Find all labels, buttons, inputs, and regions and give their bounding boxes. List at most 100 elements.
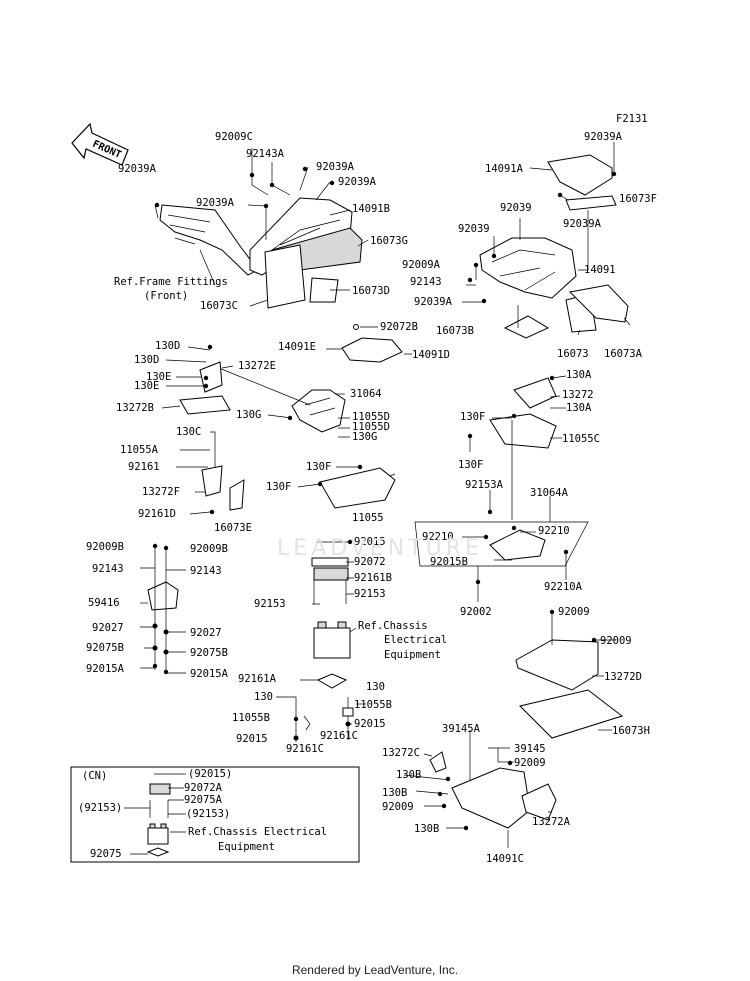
label-92153-1: 92153 [354, 588, 386, 600]
label-39145: 39145 [514, 743, 546, 755]
mat-16073h-shape [519, 689, 624, 739]
label-16073e: 16073E [214, 522, 252, 534]
label-11055: 11055 [352, 512, 384, 524]
cn-label-92015: (92015) [188, 768, 232, 780]
label-92161c-1: 92161C [286, 743, 324, 755]
label-130a-2: 130A [566, 402, 592, 414]
label-130a-1: 130A [566, 369, 592, 381]
cn-label-92075a: 92075A [184, 794, 223, 806]
label-130d-1: 130D [155, 340, 180, 352]
label-11055a: 11055A [120, 444, 159, 456]
label-14091a: 14091A [485, 163, 524, 175]
bracket-13272e-shape [199, 361, 223, 393]
label-130g-1: 130G [236, 409, 261, 421]
label-130-2: 130 [366, 681, 385, 693]
label-16073a: 16073A [604, 348, 643, 360]
plate-13272b-shape [179, 395, 231, 415]
label-92009-2: 92009 [600, 635, 632, 647]
label-13272f: 13272F [142, 486, 180, 498]
label-92210-1: 92210 [422, 531, 454, 543]
label-130c: 130C [176, 426, 201, 438]
label-11055b-2: 11055B [354, 699, 392, 711]
cn-label-92072a: 92072A [184, 782, 223, 794]
label-130b-3: 130B [414, 823, 439, 835]
mat-16073a-shape [568, 284, 629, 323]
label-13272b: 13272B [116, 402, 154, 414]
cn-label-92075: 92075 [90, 848, 122, 860]
bottom-right-bolts [437, 760, 513, 831]
mat-16073f-shape [565, 195, 617, 211]
label-16073g: 16073G [370, 235, 408, 247]
label-92072: 92072 [354, 556, 386, 568]
footer-credit: Rendered by LeadVenture, Inc. [291, 963, 459, 977]
label-92015a-2: 92015A [190, 668, 229, 680]
label-14091e: 14091E [278, 341, 316, 353]
label-92015-2: 92015 [236, 733, 268, 745]
label-13272a: 13272A [532, 816, 571, 828]
label-92027-2: 92027 [190, 627, 222, 639]
label-92015-3: 92015 [354, 718, 386, 730]
bracket-31064-shape [291, 389, 346, 433]
label-92161a: 92161A [238, 673, 277, 685]
label-130b-2: 130B [382, 787, 407, 799]
label-14091b: 14091B [352, 203, 390, 215]
cn-ref-chassis-2: Equipment [218, 841, 275, 853]
label-92161: 92161 [128, 461, 160, 473]
mat-16073c-shape [264, 244, 306, 309]
bracket-11055c-shape [489, 413, 557, 449]
label-92075b-2: 92075B [190, 647, 228, 659]
top-right-bolts [467, 171, 617, 304]
label-59416: 59416 [88, 597, 120, 609]
label-92039-2: 92039 [458, 223, 490, 235]
top-left-bolts [154, 166, 335, 209]
label-92075b-1: 92075B [86, 642, 124, 654]
bolt-92015 [347, 539, 353, 545]
grommet-92072b-icon [353, 324, 359, 330]
label-92009b-1: 92009B [86, 541, 124, 553]
label-16073f: 16073F [619, 193, 657, 205]
label-92039a-3: 92039A [196, 197, 235, 209]
label-11055b-1: 11055B [232, 712, 270, 724]
label-92161b: 92161B [354, 572, 392, 584]
label-13272: 13272 [562, 389, 594, 401]
bracket-31064a-shape [489, 529, 546, 561]
label-92009a: 92009A [402, 259, 441, 271]
cn-ref-chassis-1: Ref.Chassis Electrical [188, 826, 327, 838]
label-16073: 16073 [557, 348, 589, 360]
label-92002: 92002 [460, 606, 492, 618]
label-130f-4: 130F [458, 459, 483, 471]
label-13272e: 13272E [238, 360, 276, 372]
guard-14091-shape [479, 237, 577, 299]
mat-16073d-shape [309, 277, 339, 303]
label-13272c: 13272C [382, 747, 420, 759]
label-92015a-1: 92015A [86, 663, 125, 675]
label-92009c: 92009C [215, 131, 253, 143]
label-92161c-2: 92161C [320, 730, 358, 742]
leader-11055 [389, 473, 396, 477]
label-92015-1: 92015 [354, 536, 386, 548]
label-16073h: 16073H [612, 725, 650, 737]
label-92143-2: 92143 [190, 565, 222, 577]
label-92009b-2: 92009B [190, 543, 228, 555]
label-92039a-7: 92039A [414, 296, 453, 308]
ref-chassis-3: Equipment [384, 649, 441, 661]
label-92161d: 92161D [138, 508, 176, 520]
label-130f-2: 130F [266, 481, 291, 493]
center-parts [201, 344, 363, 515]
label-130g-2: 130G [352, 431, 377, 443]
label-92027-1: 92027 [92, 622, 124, 634]
label-92039-1: 92039 [500, 202, 532, 214]
cn-battery-parts [124, 773, 186, 857]
label-13272d: 13272D [604, 671, 642, 683]
ref-frame-fittings-label: Ref.Frame Fittings [114, 276, 228, 288]
label-92210a: 92210A [544, 581, 583, 593]
figure-code: F2131 [616, 113, 648, 125]
cn-box-label: (CN) [82, 770, 107, 782]
label-92039a-1: 92039A [316, 161, 355, 173]
cover-14091e-shape [341, 337, 403, 363]
label-16073b: 16073B [436, 325, 474, 337]
guard-14091c-shape [451, 767, 531, 829]
label-130e-1: 130E [146, 371, 171, 383]
label-92143: 92143 [410, 276, 442, 288]
